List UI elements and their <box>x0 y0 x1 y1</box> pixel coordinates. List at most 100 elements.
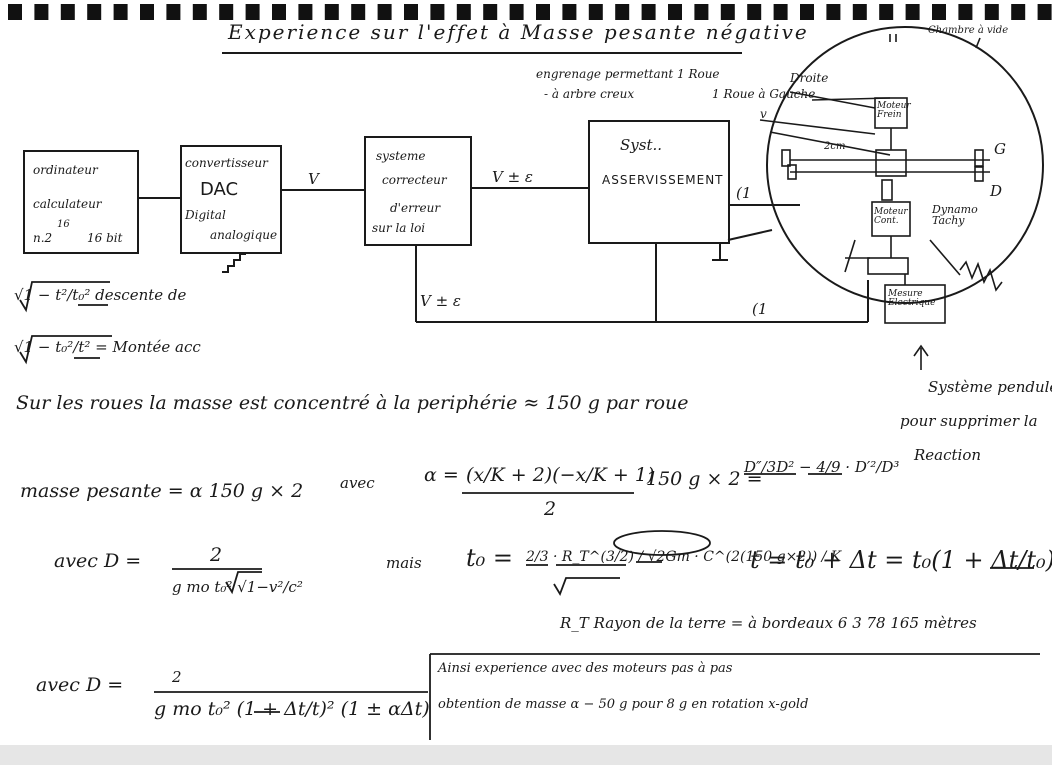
t0-expr: 2/3 · R_T^(3/2) / √2Gm · C^(2(150 g×2)) … <box>526 549 842 565</box>
spiral-hole <box>1037 4 1052 20</box>
spiral-hole <box>984 4 999 20</box>
gear-note-1b: Droite <box>790 71 829 85</box>
spiral-hole <box>720 4 735 20</box>
avec-d-2: avec D = <box>36 674 124 696</box>
motor-brake-label: Moteur Frein <box>877 101 911 120</box>
spiral-hole <box>34 4 49 20</box>
spiral-hole <box>958 4 973 20</box>
spiral-hole <box>747 4 762 20</box>
corrector-line1: systeme <box>376 149 426 163</box>
computer-box: ordinateur calculateur n.2 16 16 bit <box>23 150 139 254</box>
spiral-hole <box>351 4 366 20</box>
servo-line1: Syst.. <box>620 136 663 154</box>
mais: mais <box>386 554 422 572</box>
formula-ascent: √1 − t₀²/t² = Montée acc <box>14 338 201 356</box>
gear-note-2b: 1 Roue à Gauche <box>712 87 816 101</box>
label-v: v <box>760 107 767 121</box>
side-note-line3: Reaction <box>914 446 982 464</box>
computer-line1: ordinateur <box>33 163 98 177</box>
page-bottom-edge <box>0 745 1052 765</box>
spiral-hole <box>8 4 22 20</box>
mass-sentence: Sur les roues la masse est concentré à l… <box>16 392 689 414</box>
spiral-hole <box>588 4 603 20</box>
computer-exp: 16 <box>57 219 70 230</box>
title-underline <box>222 52 742 54</box>
spiral-hole <box>536 4 550 20</box>
spiral-hole <box>377 4 392 20</box>
spiral-hole <box>272 4 286 20</box>
spiral-hole <box>60 4 75 20</box>
servo-box: Syst.. ASSERVISSEMENT <box>588 120 730 244</box>
t-eq: t = t₀ + Δt = t₀(1 + Δt/t₀) <box>750 546 1052 574</box>
alpha-rhs: 150 g × 2 = <box>646 468 763 490</box>
spiral-hole <box>800 4 814 20</box>
t0-eq: t₀ = <box>466 544 514 572</box>
spiral-hole <box>298 4 313 20</box>
spiral-hole <box>430 4 445 20</box>
dac-box: convertisseur DAC Digital analogique <box>180 145 282 254</box>
dimension-label: 2cm <box>824 141 846 152</box>
spiral-hole <box>245 4 260 20</box>
servo-line2: ASSERVISSEMENT <box>602 173 724 187</box>
side-note-line1: Système pendule <box>928 378 1052 396</box>
corrector-line3: d'erreur <box>390 201 441 215</box>
spiral-hole <box>166 4 181 20</box>
avec-d: avec D = <box>54 550 142 572</box>
note-box-line1: Ainsi experience avec des moteurs pas à … <box>438 661 733 676</box>
spiral-binding <box>8 4 1052 20</box>
gear-note-1: engrenage permettant 1 Roue <box>536 67 720 81</box>
spiral-hole <box>879 4 894 20</box>
computer-line2: calculateur <box>33 197 102 211</box>
spiral-hole <box>668 4 682 20</box>
spiral-hole <box>483 4 498 20</box>
signal-v-eps-bottom: V ± ε <box>420 292 461 310</box>
dac-line4: analogique <box>210 228 278 242</box>
avec-1: avec <box>340 474 375 492</box>
spiral-hole <box>826 4 841 20</box>
signal-v-eps-top: V ± ε <box>492 168 533 186</box>
spiral-hole <box>615 4 630 20</box>
corrector-box: systeme correcteur d'erreur sur la loi <box>364 136 472 246</box>
d-num: 2 <box>210 544 223 566</box>
d2-num: 2 <box>172 668 182 686</box>
computer-line4: 16 bit <box>87 231 123 245</box>
dac-line1: convertisseur <box>185 156 268 170</box>
dynamo-label: Dynamo Tachy <box>932 203 978 227</box>
spiral-hole <box>113 4 128 20</box>
spiral-hole <box>324 4 339 20</box>
masse-pesante: masse pesante = α 150 g × 2 <box>20 480 304 502</box>
spiral-hole <box>219 4 234 20</box>
top-right-note: Chambre à vide <box>928 25 1009 36</box>
signal-d1: (1 <box>736 184 752 202</box>
spiral-hole <box>694 4 709 20</box>
spiral-hole <box>641 4 656 20</box>
spiral-hole <box>192 4 207 20</box>
spiral-hole <box>456 4 471 20</box>
signal-v: V <box>308 170 319 188</box>
page-title: Experience sur l'effet à Masse pesante n… <box>228 20 809 44</box>
spiral-hole <box>140 4 154 20</box>
dac-line2: DAC <box>200 179 239 200</box>
label-d: D <box>990 182 1003 200</box>
mesure-label: Mesure Electrique <box>888 289 936 308</box>
spiral-hole <box>509 4 524 20</box>
spiral-hole <box>773 4 788 20</box>
formula-descent: √1 − t²/t₀² descente de <box>14 286 187 304</box>
spiral-hole <box>1011 4 1026 20</box>
dac-line3: Digital <box>185 208 226 222</box>
d2-den: g mo t₀² (1 + Δt/t)² (1 ± αΔt) <box>154 698 430 720</box>
rt-def: R_T Rayon de la terre = à bordeaux 6 3 7… <box>560 614 977 632</box>
d-den: g mo t₀² √1−v²/c² <box>172 578 303 596</box>
corrector-line2: correcteur <box>382 173 447 187</box>
label-g: G <box>994 140 1006 158</box>
note-box-line2: obtention de masse α − 50 g pour 8 g en … <box>438 697 809 712</box>
spiral-hole <box>87 4 102 20</box>
motor-cont-label: Moteur Cont. <box>874 207 908 226</box>
spiral-hole <box>562 4 577 20</box>
alpha-lhs: α = <box>424 464 459 486</box>
d-ratio: D″/3D² − 4/9 · D′²/D³ <box>744 458 900 476</box>
computer-line3: n.2 <box>33 231 53 245</box>
spiral-hole <box>932 4 946 20</box>
